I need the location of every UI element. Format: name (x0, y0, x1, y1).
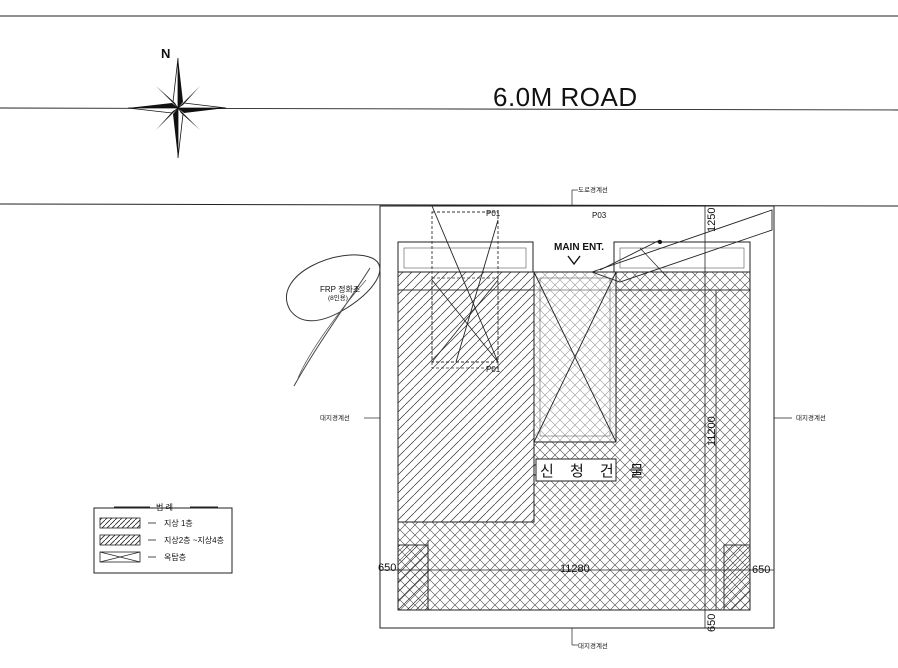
parking-p01-bottom-label: P01 (486, 365, 501, 374)
dim-left-margin: 650 (378, 562, 396, 574)
corner-column-right (723, 544, 751, 611)
dim-top-setback: 1250 (706, 208, 718, 232)
site-boundary-left-label: 대지경계선 (320, 413, 350, 422)
frp-septic-oval (286, 254, 381, 322)
parking-diag-2 (455, 219, 499, 363)
p03-dot (658, 240, 662, 244)
p03-hatch (639, 247, 671, 281)
frp-label-line2: (8인용) (328, 293, 348, 302)
new-building-label-box (535, 458, 617, 482)
road-label: 6.0M ROAD (493, 82, 638, 112)
dim-bottom-margin: 650 (706, 614, 718, 632)
site-boundary (379, 205, 775, 629)
legend-item-1: 지상 1층 (164, 518, 193, 528)
rooftop-x-2 (533, 271, 617, 443)
parking-p03 (590, 209, 773, 283)
site-boundary-bottom-label: 대지경계선 (578, 641, 608, 650)
corner-column-left (397, 544, 429, 611)
legend-item-3: 옥탑층 (164, 553, 186, 562)
rooftop-inner (539, 277, 611, 437)
north-label: N (161, 46, 170, 61)
frp-label-line1: FRP 정화조 (320, 284, 360, 294)
parking-p01-top-label: P01 (486, 209, 501, 218)
new-building-label: 신 청 건 물 (540, 463, 650, 480)
dim-right-margin: 650 (752, 564, 770, 576)
parking-p01-lower (431, 277, 499, 369)
legend-item-2: 지상2층 ~지상4층 (164, 535, 224, 545)
site-boundary-right-label: 대지경계선 (796, 413, 826, 422)
p03-line (599, 239, 661, 271)
dim-depth: 11200 (706, 416, 718, 446)
balcony-left-inner (403, 247, 527, 269)
legend-swatch-1 (99, 517, 141, 529)
balcony-left (397, 241, 534, 273)
road-boundary-label: 도로경계선 (578, 185, 608, 194)
frp-septic-stroke (293, 267, 371, 387)
balcony-right-inner (619, 247, 745, 269)
main-entrance-label: MAIN ENT. (554, 242, 604, 253)
dim-width: 11280 (560, 563, 590, 575)
parking-diag-1 (431, 205, 499, 363)
legend-swatch-2 (99, 534, 141, 546)
legend-title: 범 례 (156, 502, 173, 512)
compass-rose-icon (127, 57, 227, 159)
entrance-arrow-icon (567, 255, 581, 266)
parking-diag-4 (431, 279, 499, 363)
frp-septic-stroke-2 (297, 279, 367, 379)
parking-p03-label: P03 (592, 211, 607, 220)
legend-swatch-3-x2 (99, 551, 141, 563)
building-floor-1-left (397, 271, 535, 523)
